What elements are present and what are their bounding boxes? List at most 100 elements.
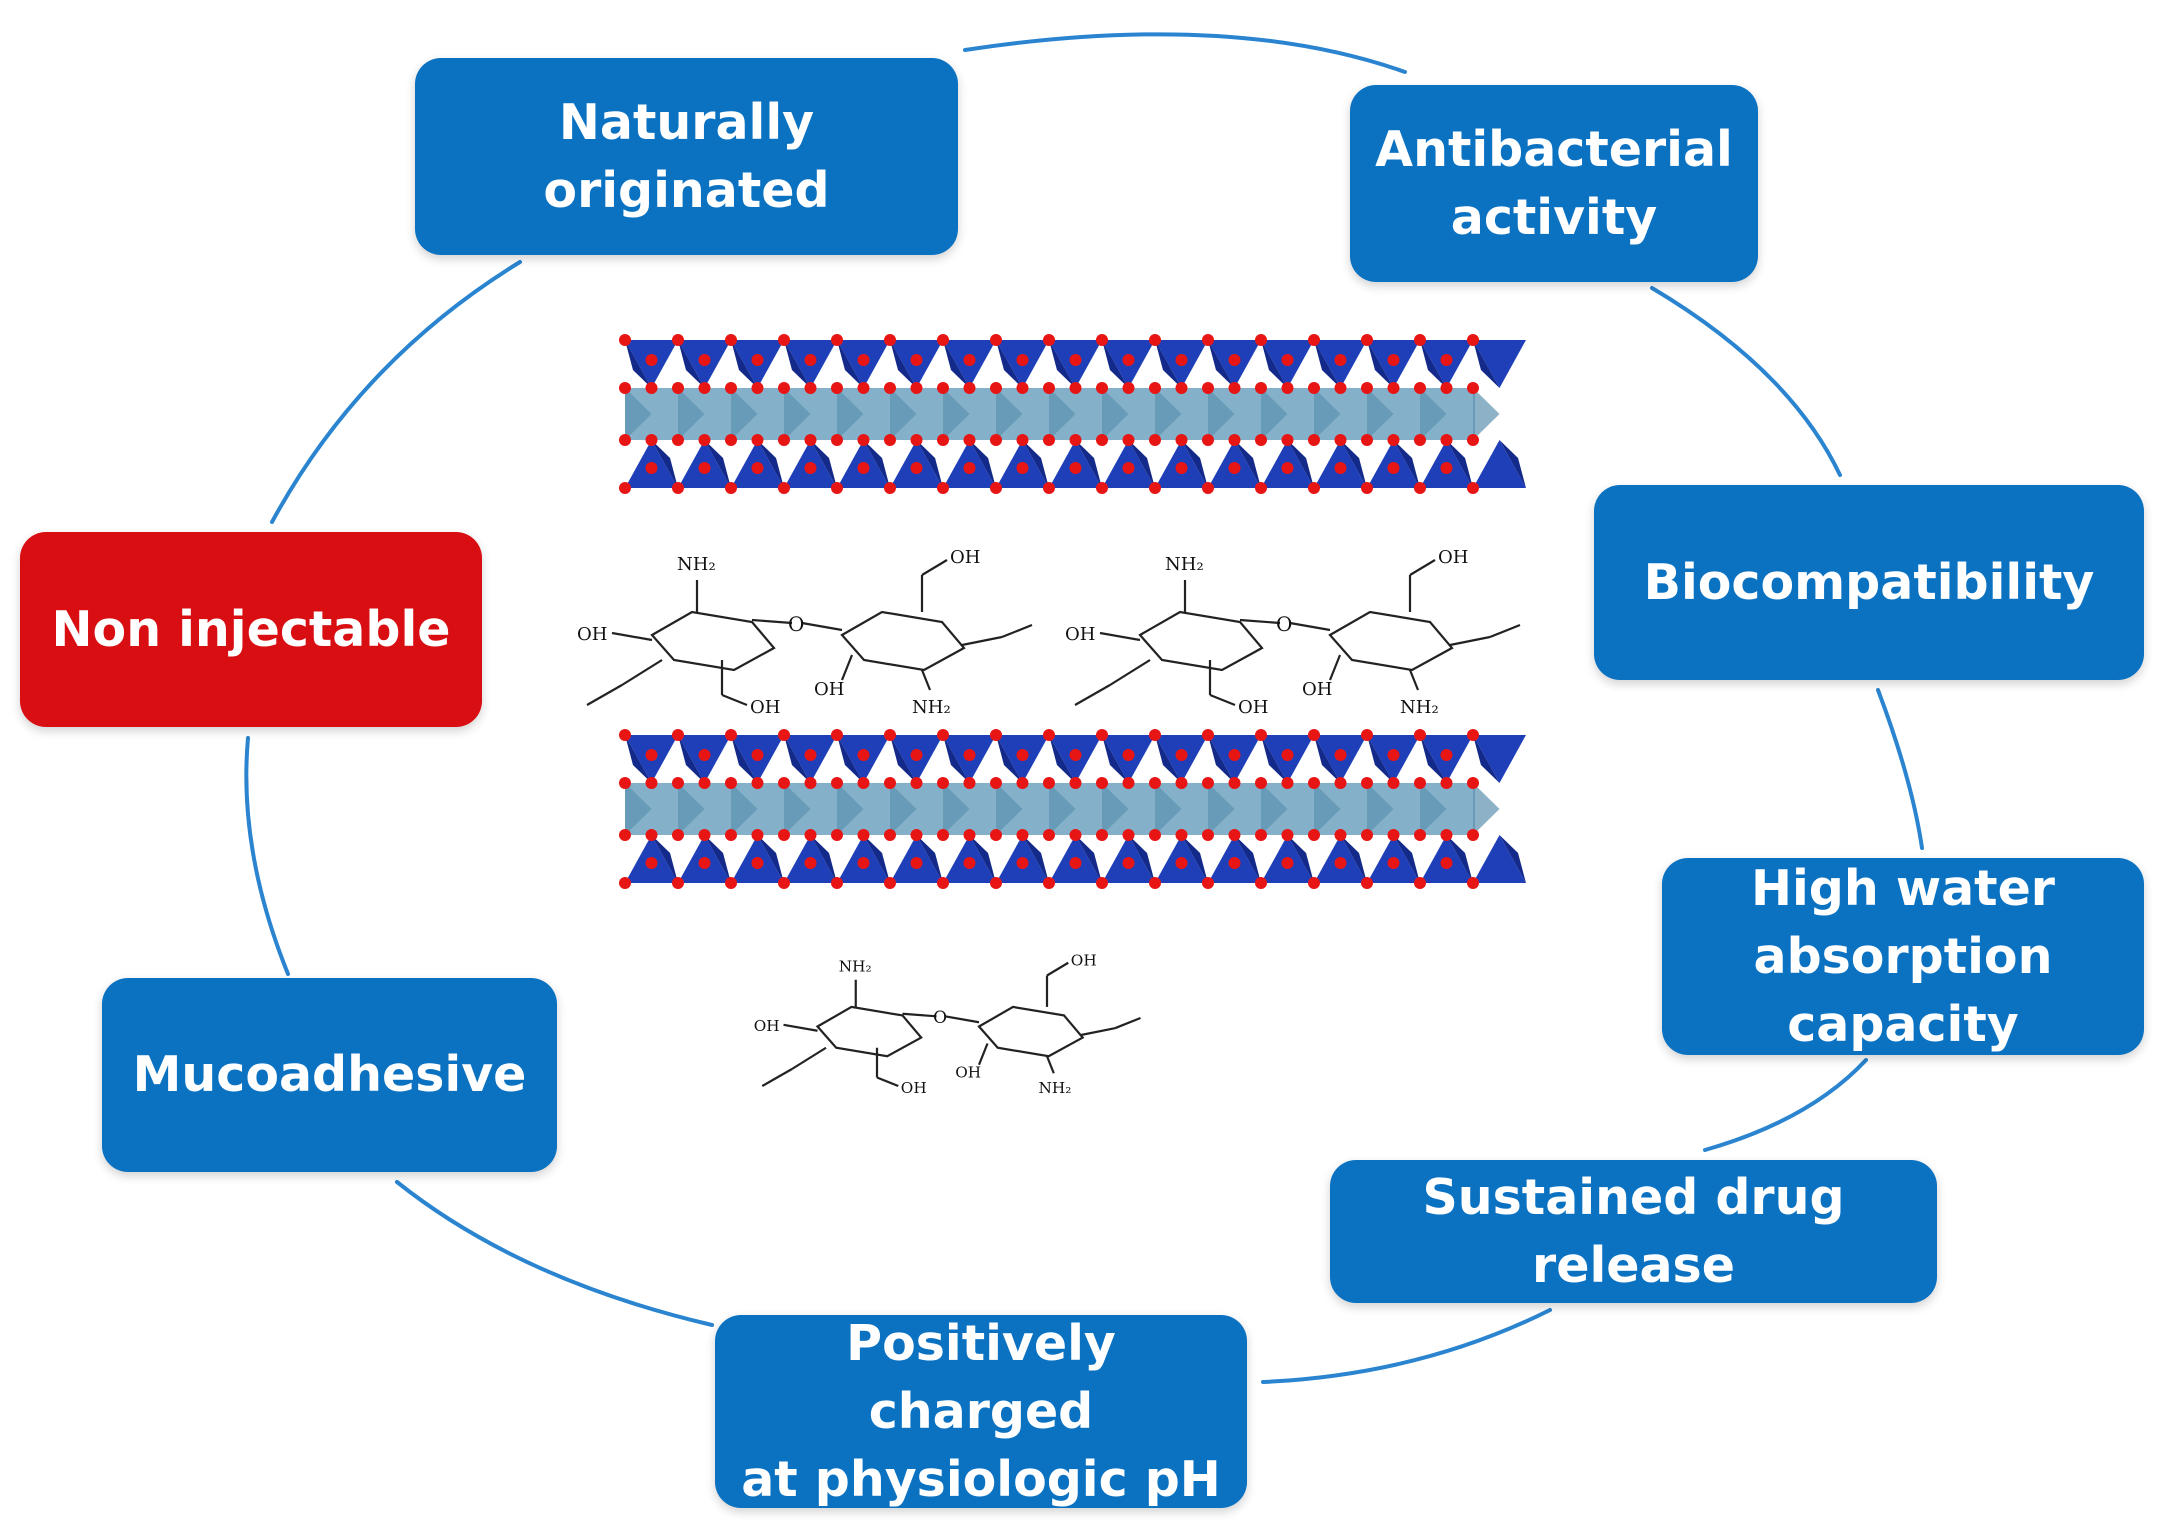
tetrahedron-shade [651,835,678,883]
oxygen-atom [1361,877,1373,889]
tetrahedron-shade [1128,440,1155,488]
oxygen-atom [778,334,790,346]
oxygen-atom [619,777,631,789]
oxygen-atom [645,857,658,869]
chitosan-chain-right-bond [1289,621,1331,632]
oxygen-atom [1016,462,1029,474]
tetrahedron-shade [1446,440,1473,488]
oxygen-atom [910,462,923,474]
octahedron-face [837,783,864,835]
oxygen-atom [672,382,684,394]
tetrahedron-shade [1287,835,1314,883]
oxygen-atom [857,829,870,841]
oxygen-atom [1467,334,1479,346]
oxygen-atom [1149,777,1161,789]
oxygen-atom [1334,434,1347,446]
oxygen-atom [857,462,870,474]
oxygen-atom [645,749,658,761]
octahedron-face [1314,388,1341,440]
clay-sheet-upper [619,334,1526,494]
octahedron-face [1049,388,1076,440]
oxygen-atom [1122,462,1135,474]
oxygen-atom [1281,462,1294,474]
tetrahedron-shade [1367,340,1394,388]
chitosan-chain-right-bond [1328,654,1342,681]
oxygen-atom [831,482,843,494]
tetrahedron-shade [1420,340,1447,388]
oxygen-atom [1440,382,1453,394]
oxygen-atom [990,729,1002,741]
chitosan-chain-left-oh-label: OH [750,697,780,718]
tetrahedron-shade [1499,440,1526,488]
tetrahedron-shade [1102,340,1129,388]
tetrahedron-shade [731,340,758,388]
oxygen-atom [698,857,711,869]
octahedron-face [784,388,811,440]
tetrahedron-shade [810,440,837,488]
oxygen-atom [1175,829,1188,841]
tetrahedron-shade [1393,440,1420,488]
oxygen-atom [1255,334,1267,346]
oxygen-atom [1334,462,1347,474]
oxygen-atom [698,354,711,366]
chitosan-chain-left-nh2-label: NH₂ [677,554,716,575]
tetrahedron-shade [943,735,970,783]
oxygen-atom [857,382,870,394]
oxygen-atom [937,382,949,394]
tetrahedron-shade [943,340,970,388]
oxygen-atom [963,777,976,789]
oxygen-atom [725,434,737,446]
chitosan-chain-left-bond [586,684,623,706]
octahedron-face [1473,388,1500,440]
oxygen-atom [1016,749,1029,761]
oxygen-atom [910,354,923,366]
oxygen-atom [672,777,684,789]
oxygen-atom [725,877,737,889]
oxygen-atom [1228,462,1241,474]
oxygen-atom [884,877,896,889]
ring-arc-lower-right [1703,1058,1868,1152]
oxygen-atom [1175,462,1188,474]
oxygen-atom [804,857,817,869]
oxygen-atom [857,777,870,789]
oxygen-atom [804,749,817,761]
octahedron-face [943,783,970,835]
oxygen-atom [1467,729,1479,741]
chitosan-chain-left-bond [621,659,663,686]
oxygen-atom [1096,729,1108,741]
ring-arc-left-lower [244,736,290,976]
oxygen-atom [698,434,711,446]
oxygen-atom [1228,749,1241,761]
oxygen-atom [1281,354,1294,366]
oxygen-atom [1202,777,1214,789]
tetrahedron-shade [1181,835,1208,883]
chitosan-chain-left-bond [921,559,948,576]
chitosan-chain-left-bond [961,635,1003,647]
oxygen-atom [725,729,737,741]
octahedron-face [678,783,705,835]
oxygen-atom [1228,354,1241,366]
oxygen-atom [1334,857,1347,869]
oxygen-atom [910,382,923,394]
oxygen-atom [751,829,764,841]
oxygen-atom [857,857,870,869]
oxygen-atom [910,777,923,789]
oxygen-atom [857,354,870,366]
oxygen-atom [831,334,843,346]
oxygen-atom [1096,877,1108,889]
chitosan-chain-bottom-bond [791,1046,827,1070]
tetrahedron-shade [863,440,890,488]
tetrahedron-shade [890,735,917,783]
oxygen-atom [1361,482,1373,494]
chitosan-chain-bottom-bond [1046,961,1069,977]
oxygen-atom [1414,334,1426,346]
property-mucoadhesive: Mucoadhesive [102,978,557,1172]
oxygen-atom [937,434,949,446]
oxygen-atom [963,354,976,366]
tetrahedron-shade [757,835,784,883]
property-label-line: Naturally [558,93,815,151]
